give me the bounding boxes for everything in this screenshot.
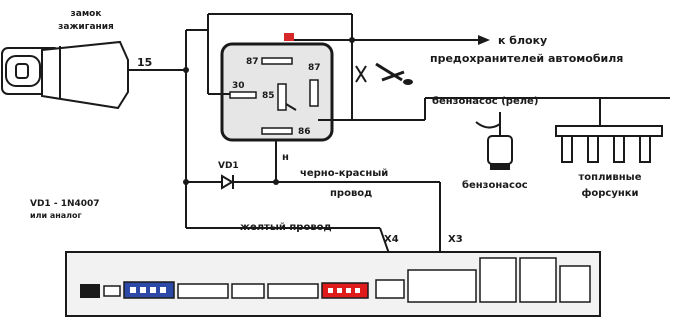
diode-icon — [221, 174, 234, 190]
label-fuse-block: предохранителей автомобиля — [430, 52, 623, 65]
ecu-board — [65, 251, 601, 317]
label-vd1: VD1 — [218, 161, 239, 171]
label-injectors-2: форсунки — [581, 187, 638, 199]
label-to-block: к блоку — [498, 34, 547, 47]
label-x4: X4 — [384, 234, 399, 245]
label-diode-part-1: VD1 - 1N4007 — [30, 199, 100, 209]
relay-pin-85 — [277, 83, 287, 111]
relay-contact — [285, 103, 297, 111]
relay-label-87a: 87 — [308, 63, 321, 73]
junction-dot — [183, 179, 189, 185]
label-diode-part-2: или аналог — [30, 211, 82, 220]
label-injectors-1: топливные — [579, 172, 642, 183]
relay-pin-30 — [229, 91, 257, 99]
ignition-title-2: зажигания — [58, 22, 114, 32]
relay-label-87: 87 — [246, 57, 259, 67]
ignition-title-1: замок — [71, 9, 102, 19]
arrow-icon — [478, 35, 490, 45]
label-gas-valve: бензонасос (реле) — [432, 95, 538, 107]
relay-pin-86 — [261, 127, 293, 135]
label-gasoline-pump: бензонасос — [462, 179, 528, 191]
fuel-injectors-icon — [555, 98, 663, 163]
label-black-red-wire-1: черно-красный — [300, 168, 388, 179]
relay-label-85: 85 — [262, 91, 275, 101]
relay-pin-87 — [261, 57, 293, 65]
connector-x3 — [407, 269, 477, 303]
relay-label-30: 30 — [232, 81, 245, 91]
junction-dot — [273, 179, 279, 185]
fuel-pump-icon — [475, 112, 513, 170]
relay-top-pin — [284, 33, 294, 41]
label-yellow-wire: желтый провод — [240, 222, 332, 233]
relay-label-h: н — [282, 152, 289, 163]
ignition-terminal-15: 15 — [137, 56, 152, 69]
ignition-switch — [1, 40, 129, 110]
cut-mark — [355, 65, 367, 83]
label-black-red-wire-2: провод — [330, 188, 372, 199]
connector-x4 — [375, 279, 405, 299]
scissors-icon — [375, 62, 413, 85]
label-x3: X3 — [448, 234, 463, 245]
relay-pin-87a — [309, 79, 319, 107]
relay-label-86: 86 — [298, 127, 311, 137]
